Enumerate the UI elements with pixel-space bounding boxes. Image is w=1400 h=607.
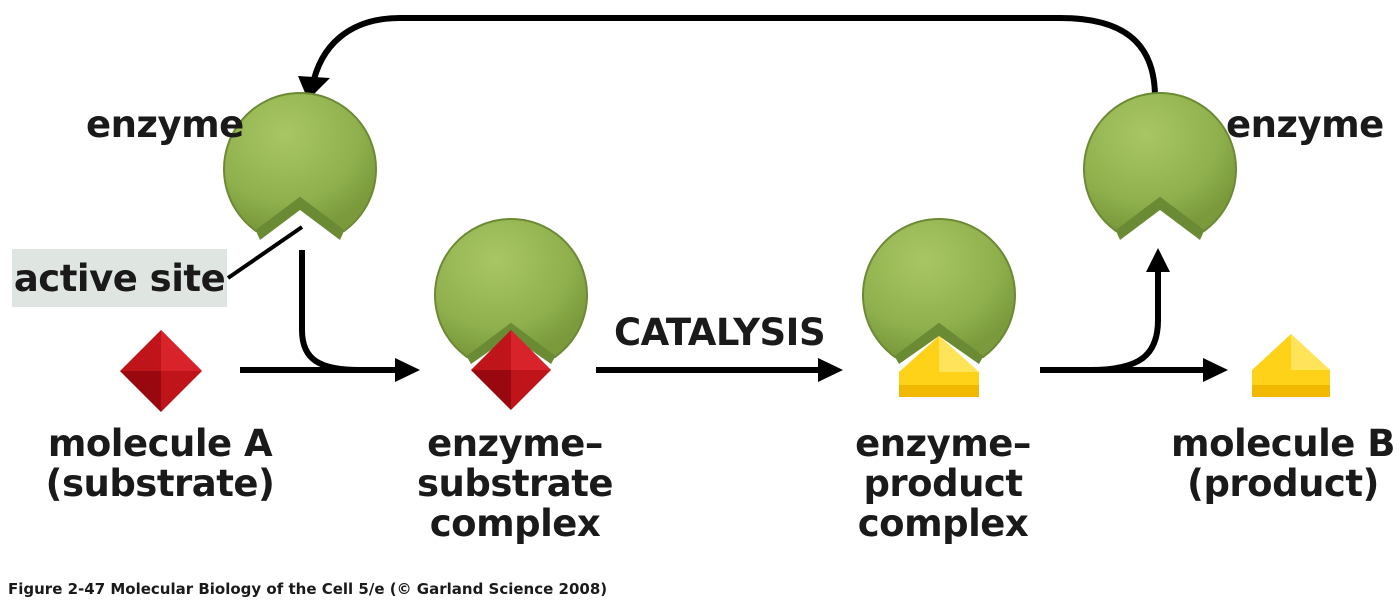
binding-arrow-branch <box>299 250 361 373</box>
es-complex-substrate <box>471 330 551 410</box>
binding-arrowhead <box>395 358 420 382</box>
label-molecule-b-line1: molecule B <box>1171 422 1395 465</box>
label-molecule-a-line1: molecule A <box>47 422 273 465</box>
label-active-site: active site <box>12 249 227 307</box>
label-ep-complex-line2: product <box>863 462 1023 505</box>
release-arrowhead-up <box>1146 248 1170 272</box>
figure-caption: Figure 2-47 Molecular Biology of the Cel… <box>8 580 608 598</box>
label-active-site-text: active site <box>13 256 226 300</box>
label-es-complex: enzyme– substrate complex <box>405 425 625 542</box>
enzyme-left-shape <box>223 92 377 240</box>
ep-complex-product <box>899 336 979 397</box>
label-molecule-a: molecule A (substrate) <box>40 425 280 502</box>
active-site-pointer <box>226 225 304 280</box>
label-ep-complex-line3: complex <box>857 502 1029 545</box>
molecule-b-product <box>1252 334 1330 397</box>
label-molecule-b-line2: (product) <box>1187 462 1379 505</box>
label-molecule-b: molecule B (product) <box>1168 425 1398 502</box>
label-es-complex-line3: complex <box>429 502 601 545</box>
label-enzyme-right: enzyme <box>1226 103 1384 146</box>
catalysis-arrowhead <box>818 358 843 382</box>
label-enzyme-left: enzyme <box>86 103 244 146</box>
label-molecule-a-line2: (substrate) <box>45 462 275 505</box>
label-ep-complex: enzyme– product complex <box>833 425 1053 542</box>
label-catalysis: CATALYSIS <box>614 311 826 354</box>
label-es-complex-line2: substrate <box>416 462 614 505</box>
recycle-arrow <box>309 15 1158 98</box>
release-arrow-branch <box>1089 270 1161 373</box>
release-arrowhead <box>1203 358 1228 382</box>
molecule-a-diamond <box>120 330 202 412</box>
label-ep-complex-line1: enzyme– <box>855 422 1031 465</box>
ep-complex-enzyme <box>862 218 1016 364</box>
label-es-complex-line1: enzyme– <box>427 422 603 465</box>
enzyme-right-shape <box>1083 92 1237 240</box>
